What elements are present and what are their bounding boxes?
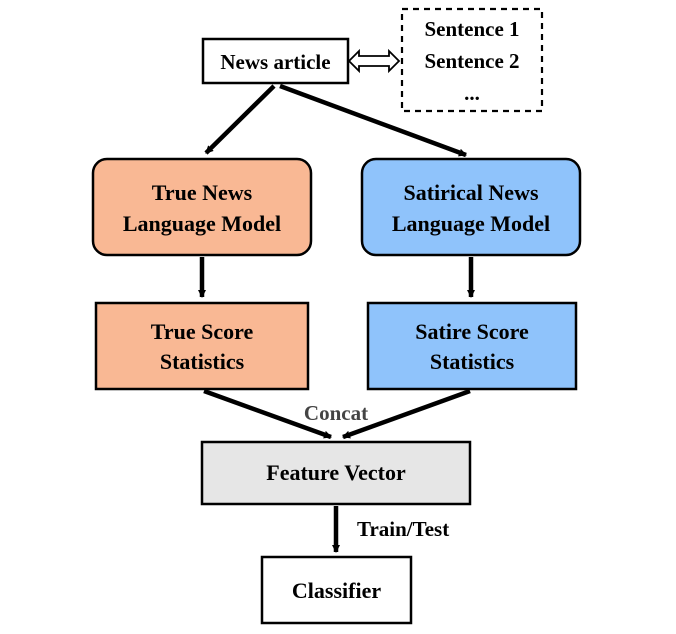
sentence-1-label: Sentence 1 — [424, 17, 519, 41]
feature-vector-node: Feature Vector — [200, 440, 472, 506]
edge-true-stats-to-feature — [203, 388, 332, 440]
train-test-label: Train/Test — [357, 517, 449, 541]
true-lm-line2: Language Model — [123, 211, 281, 236]
true-stats-line1: True Score — [151, 319, 254, 344]
satire-score-stats-node: Satire Score Statistics — [366, 301, 578, 391]
satire-lm-line1: Satirical News — [403, 180, 538, 205]
true-news-lm-node: True News Language Model — [91, 157, 313, 257]
edge-news-to-true-lm — [204, 84, 276, 155]
sentence-2-label: Sentence 2 — [424, 49, 519, 73]
split-double-arrow — [347, 48, 401, 74]
edge-satire-stats-to-feature — [342, 388, 471, 440]
true-lm-line1: True News — [152, 180, 253, 205]
satire-stats-line2: Statistics — [430, 349, 515, 374]
news-article-label: News article — [220, 50, 330, 74]
true-score-stats-node: True Score Statistics — [94, 301, 310, 391]
sentences-box: Sentence 1 Sentence 2 ... — [400, 7, 544, 113]
satire-stats-line1: Satire Score — [415, 319, 529, 344]
satirical-news-lm-node: Satirical News Language Model — [360, 157, 582, 257]
satire-lm-line2: Language Model — [392, 211, 550, 236]
edge-news-to-satire-lm — [279, 83, 467, 158]
feature-vector-label: Feature Vector — [266, 460, 406, 485]
true-stats-line2: Statistics — [160, 349, 245, 374]
sentence-ellipsis-label: ... — [464, 81, 480, 105]
classifier-node: Classifier — [260, 555, 413, 625]
classifier-label: Classifier — [292, 578, 381, 603]
news-article-node: News article — [201, 37, 350, 85]
concat-label: Concat — [304, 401, 368, 425]
